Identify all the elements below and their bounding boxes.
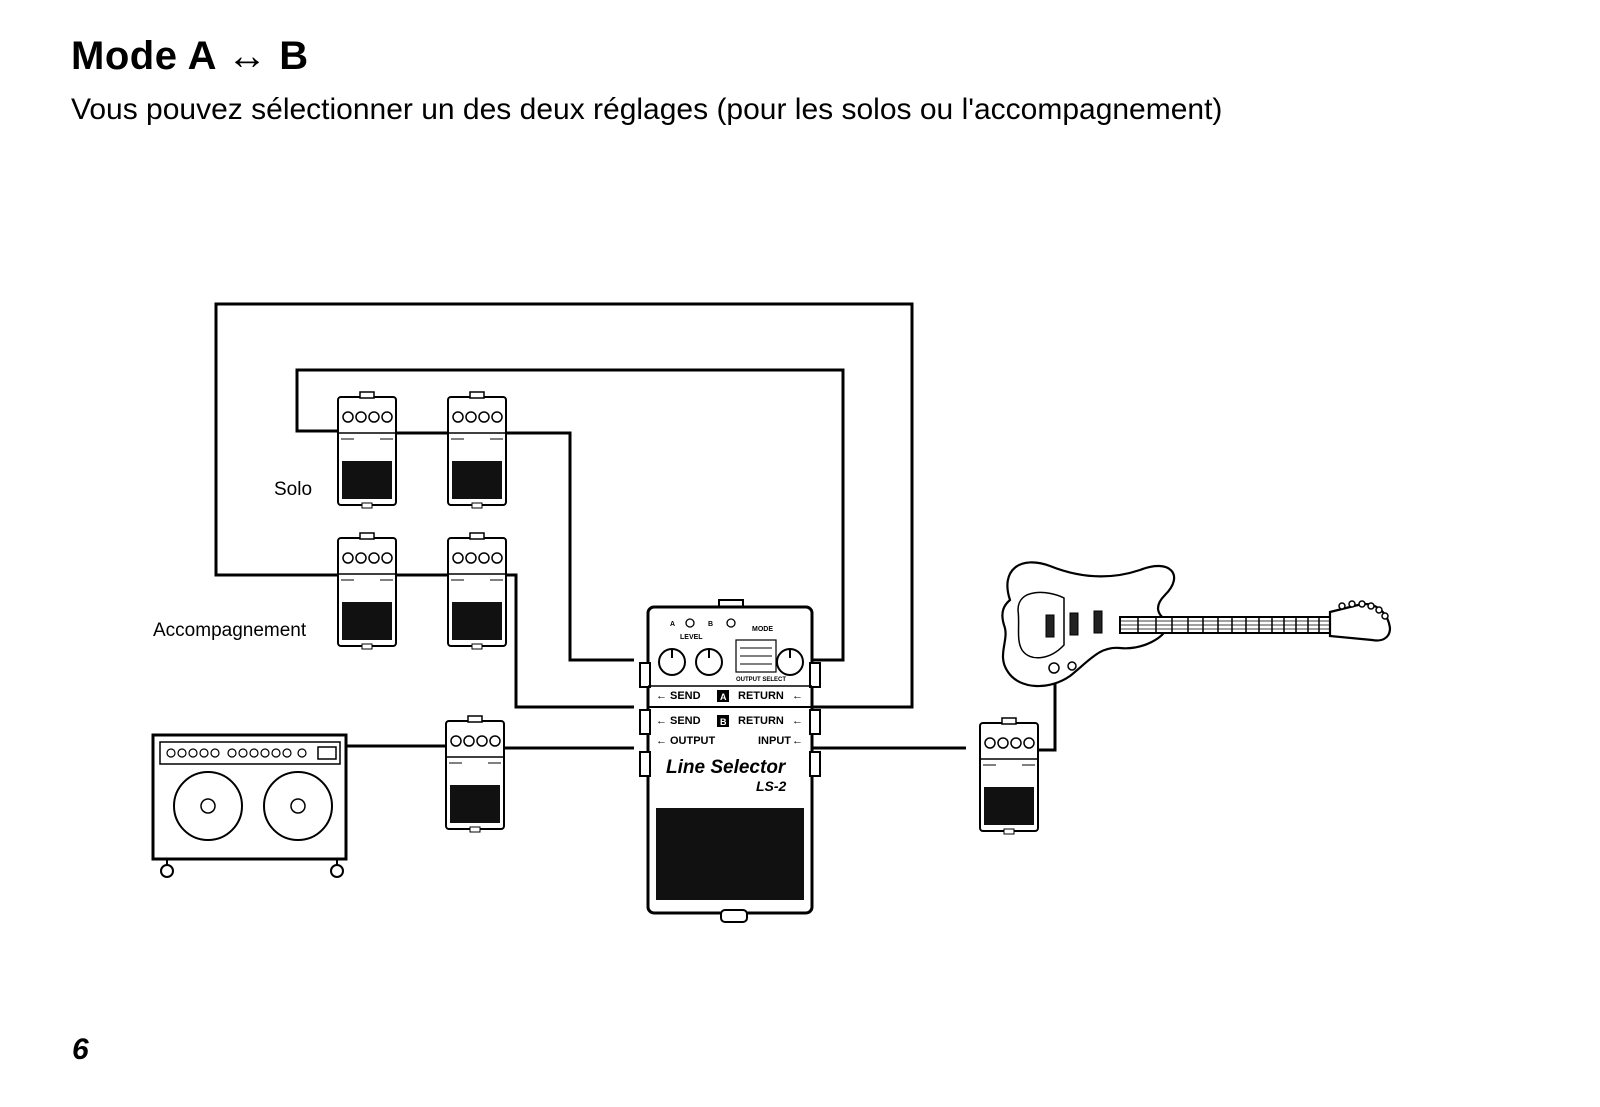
svg-text:←: ← xyxy=(792,735,803,747)
line-selector-ls2: A B LEVEL MODE OUTPUT SELECT ← SEND A RE… xyxy=(639,599,821,923)
svg-text:←: ← xyxy=(656,690,667,702)
page-title: Mode A ↔ B xyxy=(71,34,309,78)
cables xyxy=(214,302,1057,752)
solo-label: Solo xyxy=(274,479,312,500)
ls2-return-a-label: RETURN xyxy=(738,690,784,702)
amplifier xyxy=(151,733,348,878)
ls2-return-b-label: RETURN xyxy=(738,715,784,727)
ls2-name: Line Selector xyxy=(666,757,787,778)
page-number: 6 xyxy=(72,1033,89,1066)
electric-guitar xyxy=(1001,561,1392,688)
amp-side-pedal xyxy=(445,715,505,833)
ls2-badge-a: A xyxy=(720,692,727,702)
ls2-output-label: OUTPUT xyxy=(670,735,716,747)
ls2-badge-b: B xyxy=(720,717,727,727)
ls2-output-select-label: OUTPUT SELECT xyxy=(736,677,786,683)
accomp-pedal-2 xyxy=(447,532,507,650)
ls2-send-b-label: SEND xyxy=(670,715,701,727)
svg-text:←: ← xyxy=(656,715,667,727)
ls2-mode-label: MODE xyxy=(752,626,773,633)
cable-return-b-loop xyxy=(214,302,914,709)
accomp-pedal-1 xyxy=(337,532,397,650)
solo-pedal-1 xyxy=(337,391,397,509)
svg-text:←: ← xyxy=(792,690,803,702)
ls2-input-label: INPUT xyxy=(758,735,791,747)
page-subtitle: Vous pouvez sélectionner un des deux rég… xyxy=(71,93,1223,126)
guitar-side-pedal xyxy=(979,717,1039,835)
svg-text:←: ← xyxy=(792,715,803,727)
svg-text:←: ← xyxy=(656,735,667,747)
cable-send-b xyxy=(506,573,634,709)
accompaniment-label: Accompagnement xyxy=(153,620,307,641)
ls2-knob-b-label: B xyxy=(708,621,713,628)
ls2-level-label: LEVEL xyxy=(680,634,703,641)
ls2-knob-a-label: A xyxy=(670,621,675,628)
solo-pedal-2 xyxy=(447,391,507,509)
cable-send-a xyxy=(506,431,634,662)
ls2-send-a-label: SEND xyxy=(670,690,701,702)
cable-return-a-loop xyxy=(295,368,845,662)
ls2-model: LS-2 xyxy=(756,778,787,794)
